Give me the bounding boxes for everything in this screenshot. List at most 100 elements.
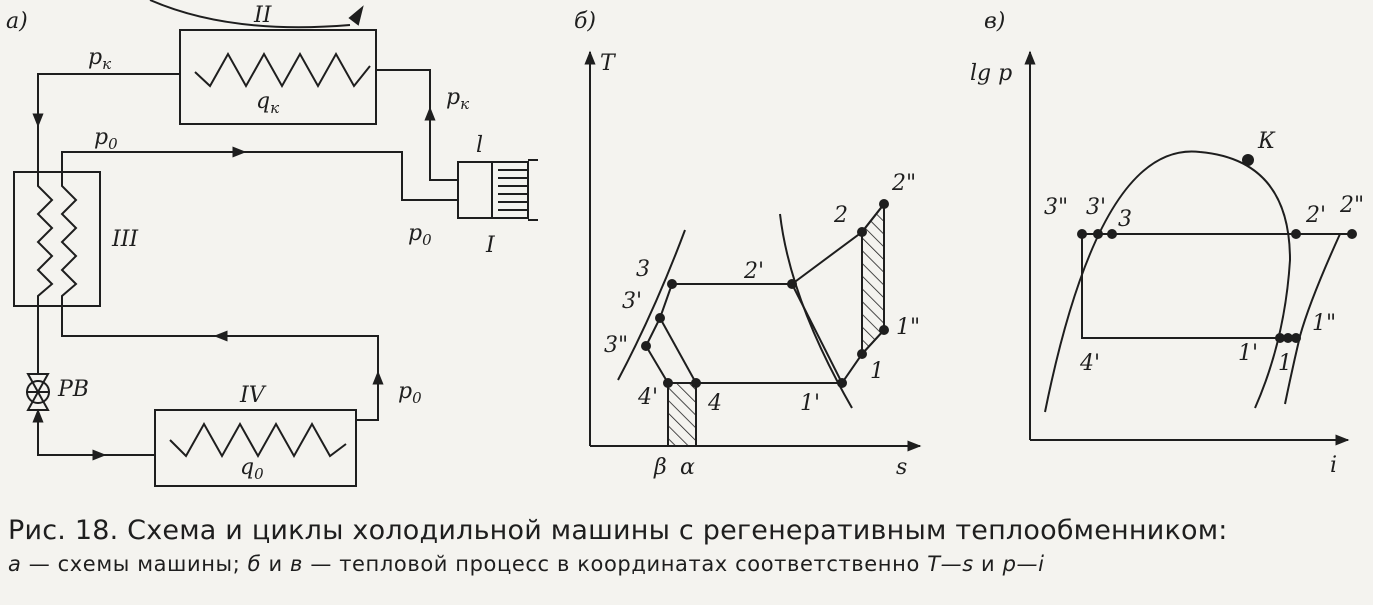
top-curve bbox=[149, 0, 351, 29]
legend-a: а bbox=[8, 552, 22, 576]
ts-liquid-line bbox=[617, 229, 686, 381]
ts-label-2p: 2' bbox=[743, 259, 764, 284]
ts-point-1p bbox=[837, 378, 847, 388]
caption-title: Рис. 18. Схема и циклы холодильной машин… bbox=[8, 515, 1228, 546]
ts-label-4: 4 bbox=[707, 391, 722, 416]
legend-and2: и bbox=[981, 552, 996, 576]
q0-label: q0 bbox=[240, 455, 264, 483]
ts-label-alpha: α bbox=[680, 455, 695, 480]
ts-point-1pp bbox=[879, 325, 889, 335]
ts-label-3pp: 3" bbox=[604, 333, 628, 358]
ts-point-3p bbox=[655, 313, 665, 323]
valve-label: РВ bbox=[57, 377, 89, 402]
panel-c-points bbox=[1077, 154, 1357, 343]
t-axis-label: T bbox=[600, 51, 617, 76]
legend-and: и bbox=[268, 552, 283, 576]
ts-label-1pp: 1" bbox=[896, 315, 920, 340]
ts-cycle-top bbox=[672, 203, 885, 285]
panel-a-label: а) bbox=[6, 9, 28, 34]
ts-label-1: 1 bbox=[870, 359, 884, 384]
p0-top-label: p0 bbox=[94, 125, 118, 153]
legend-c: в bbox=[290, 552, 304, 576]
legend-pi: p—i bbox=[1002, 552, 1045, 576]
lgpi-point-1p bbox=[1275, 333, 1285, 343]
compressor-box bbox=[457, 161, 493, 219]
lgpi-label-3: 3 bbox=[1118, 207, 1132, 232]
panel-c-lgpi bbox=[1024, 50, 1352, 446]
ts-label-4p: 4' bbox=[637, 385, 658, 410]
panel-c-label: в) bbox=[984, 9, 1005, 34]
condenser-coil bbox=[194, 51, 371, 89]
lgpi-point-2pp bbox=[1347, 229, 1357, 239]
ts-point-4 bbox=[691, 378, 701, 388]
pk-right-label: pк bbox=[446, 85, 469, 113]
line-evap-to-hx bbox=[61, 306, 379, 421]
lgpi-label-4p: 4' bbox=[1079, 351, 1100, 376]
panel-a-scheme bbox=[13, 0, 538, 487]
lgpi-label-K: К bbox=[1257, 129, 1276, 154]
lgpi-label-2p: 2' bbox=[1305, 203, 1326, 228]
compressor-top-label: l bbox=[476, 133, 483, 158]
compressor-label: I bbox=[485, 233, 496, 258]
ts-label-3: 3 bbox=[636, 257, 650, 282]
condenser-label: II bbox=[253, 3, 273, 28]
hx-coil-2 bbox=[60, 172, 78, 306]
evaporator-box bbox=[154, 409, 357, 487]
lgpi-point-2p bbox=[1291, 229, 1301, 239]
top-curve-mark bbox=[348, 5, 364, 26]
i-axis-label: i bbox=[1330, 453, 1337, 478]
ts-point-4p bbox=[663, 378, 673, 388]
p0-right-label: p0 bbox=[398, 379, 422, 407]
s-axis-label: s bbox=[896, 455, 907, 480]
ts-hatch-bottom bbox=[667, 382, 697, 447]
panel-b-ts bbox=[584, 50, 922, 452]
ts-point-3pp bbox=[641, 341, 651, 351]
lgpi-point-1pp bbox=[1291, 333, 1301, 343]
lgpi-point-3 bbox=[1107, 229, 1117, 239]
lgpi-point-K bbox=[1242, 154, 1254, 166]
compressor-cyl bbox=[491, 161, 529, 219]
legend-ts: T—s bbox=[927, 552, 974, 576]
ts-label-beta: β bbox=[653, 455, 667, 480]
lgpi-label-3p: 3' bbox=[1086, 195, 1106, 220]
ts-point-1 bbox=[857, 349, 867, 359]
ts-label-2: 2 bbox=[833, 203, 848, 228]
evaporator-coil bbox=[169, 421, 347, 459]
lgpi-label-3pp: 3" bbox=[1044, 195, 1068, 220]
evaporator-label: IV bbox=[239, 383, 267, 408]
panel-b-labels: б) T s 3 3' 3" 2' 2 2" 1" 1 1' 4' 4 β α bbox=[574, 9, 920, 480]
legend-b: б bbox=[247, 552, 262, 576]
figure-canvas: а) II pк qк pк p0 l p0 I III РВ p0 IV q0 bbox=[6, 0, 1364, 487]
panel-b-points bbox=[641, 199, 889, 388]
legend-text2: — тепловой процесс в координатах соответ… bbox=[310, 552, 920, 576]
heat-exchanger-box bbox=[13, 171, 101, 307]
ts-label-3p: 3' bbox=[622, 289, 642, 314]
panel-b-label: б) bbox=[574, 9, 596, 34]
lgpi-point-3pp bbox=[1077, 229, 1087, 239]
lgpi-label-1p: 1' bbox=[1238, 341, 1258, 366]
figure-caption: Рис. 18. Схема и циклы холодильной машин… bbox=[8, 515, 1368, 576]
line-cond-to-hx bbox=[32, 73, 180, 128]
panel-c-labels: в) lg p i К 3" 3' 3 2' 2" 4' 1' 1 1" bbox=[970, 9, 1364, 478]
heat-exchanger-label: III bbox=[111, 227, 139, 252]
line-hx-to-comp bbox=[61, 151, 458, 201]
condenser-box bbox=[179, 29, 377, 125]
lgpi-label-1: 1 bbox=[1278, 351, 1292, 376]
ts-label-1p: 1' bbox=[800, 391, 820, 416]
panel-a-labels: а) II pк qк pк p0 l p0 I III РВ p0 IV q0 bbox=[6, 3, 496, 483]
pk-top-label: pк bbox=[88, 45, 111, 73]
ts-left-path bbox=[644, 283, 673, 384]
ts-point-3 bbox=[667, 279, 677, 289]
p0-mid-label: p0 bbox=[408, 221, 432, 249]
ts-point-2 bbox=[857, 227, 867, 237]
lgpi-label-2pp: 2" bbox=[1339, 193, 1364, 218]
caption-legend: а — схемы машины; б и в — тепловой проце… bbox=[8, 552, 1368, 576]
ts-point-2pp bbox=[879, 199, 889, 209]
ts-label-2pp: 2" bbox=[891, 171, 916, 196]
line-valve-to-evap bbox=[37, 430, 155, 456]
hx-coil-1 bbox=[36, 172, 54, 306]
ts-cycle-bottom bbox=[696, 329, 885, 384]
lgp-axis-label: lg p bbox=[970, 61, 1012, 86]
legend-text1: — схемы машины; bbox=[28, 552, 241, 576]
ts-point-2p bbox=[787, 279, 797, 289]
